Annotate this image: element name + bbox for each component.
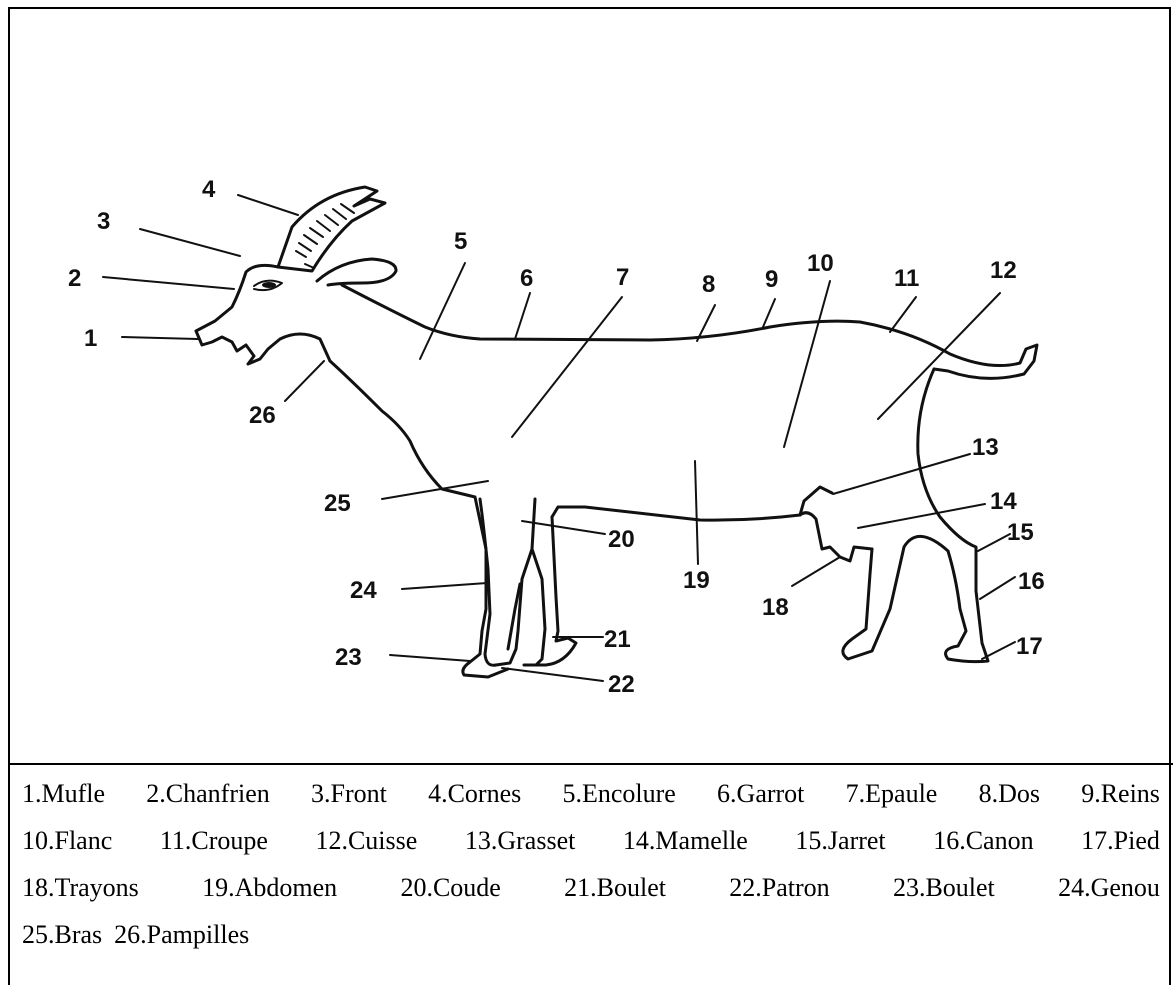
callout-number-4: 4 [202,176,216,203]
callout-number-21: 21 [604,626,631,653]
callout-number-10: 10 [807,250,834,277]
legend-item: 5.Encolure [562,770,675,817]
legend-item: 16.Canon [933,817,1033,864]
callout-number-26: 26 [249,402,276,429]
callout-number-1: 1 [84,325,97,352]
legend-item: 4.Cornes [428,770,521,817]
leader-line-23 [390,655,470,661]
legend-item: 13.Grasset [465,817,575,864]
leader-line-22 [502,668,603,681]
leader-line-14 [858,504,985,528]
callout-number-20: 20 [608,526,635,553]
callout-number-22: 22 [608,671,635,698]
leader-line-18 [792,557,840,586]
leader-line-11 [890,297,916,332]
callout-number-3: 3 [97,208,110,235]
legend-line-2: 10.Flanc 11.Croupe 12.Cuisse 13.Grasset … [22,817,1160,864]
leader-line-7 [512,297,622,437]
legend: 1.Mufle 2.Chanfrien 3.Front 4.Cornes 5.E… [22,770,1160,958]
goat-near-front-leg [480,499,535,665]
legend-item: 9.Reins [1081,770,1160,817]
goat-pupil [262,282,276,288]
leader-line-16 [980,577,1015,599]
legend-item: 2.Chanfrien [146,770,269,817]
goat-anatomy-diagram: 1 2 3 4 5 6 7 8 9 10 11 12 13 14 15 16 1… [10,9,1170,761]
callout-number-13: 13 [972,434,999,461]
callout-number-7: 7 [616,264,629,291]
callout-number-18: 18 [762,594,789,621]
legend-item: 17.Pied [1081,817,1160,864]
legend-item: 23.Boulet [893,864,995,911]
callout-number-15: 15 [1007,519,1034,546]
leader-line-5 [420,263,465,359]
legend-item: 25.Bras [22,911,102,958]
callout-number-12: 12 [990,257,1017,284]
goat-ear [317,259,396,285]
goat-head-outline [196,265,330,364]
leader-line-17 [982,642,1015,659]
callout-number-19: 19 [683,567,710,594]
goat-hind-leg-back [843,369,988,662]
leader-line-3 [140,229,240,256]
goat-belly-line [552,507,800,520]
legend-item: 12.Cuisse [315,817,417,864]
callout-number-25: 25 [324,490,351,517]
callout-number-2: 2 [68,265,81,292]
legend-item: 24.Genou [1058,864,1160,911]
goat-udder [800,487,872,561]
leader-line-4 [238,195,298,215]
goat-back-line [342,285,1037,378]
legend-line-4: 25.Bras 26.Pampilles [22,911,1160,958]
legend-item: 14.Mamelle [623,817,748,864]
legend-item: 20.Coude [400,864,500,911]
leader-line-19 [695,461,698,564]
legend-item: 10.Flanc [22,817,112,864]
callout-number-9: 9 [765,266,778,293]
leader-line-12 [878,293,1000,419]
legend-item: 11.Croupe [160,817,268,864]
legend-item: 8.Dos [979,770,1040,817]
leader-line-1 [122,337,198,339]
legend-item: 18.Trayons [22,864,139,911]
leader-line-26 [285,361,324,401]
legend-item: 7.Epaule [846,770,938,817]
callout-number-17: 17 [1016,633,1043,660]
callout-number-23: 23 [335,644,362,671]
leader-line-15 [978,534,1010,551]
callout-number-14: 14 [990,488,1017,515]
leader-line-9 [763,299,775,327]
callout-number-24: 24 [350,577,377,604]
legend-divider [8,763,1173,765]
legend-item: 3.Front [311,770,387,817]
legend-item: 1.Mufle [22,770,105,817]
legend-item: 21.Boulet [564,864,666,911]
legend-item: 6.Garrot [717,770,804,817]
legend-item: 19.Abdomen [202,864,337,911]
callout-number-16: 16 [1018,568,1045,595]
leader-line-10 [784,281,830,447]
callout-number-6: 6 [520,265,533,292]
legend-line-3: 18.Trayons 19.Abdomen 20.Coude 21.Boulet… [22,864,1160,911]
callout-number-8: 8 [702,271,715,298]
callout-number-5: 5 [454,228,467,255]
legend-item: 22.Patron [729,864,829,911]
leader-line-6 [515,293,530,339]
leader-line-24 [402,583,487,589]
legend-line-1: 1.Mufle 2.Chanfrien 3.Front 4.Cornes 5.E… [22,770,1160,817]
legend-item: 15.Jarret [795,817,885,864]
legend-item: 26.Pampilles [114,911,249,958]
leader-line-2 [103,277,234,289]
callout-number-11: 11 [894,265,919,292]
leader-line-13 [833,454,970,494]
